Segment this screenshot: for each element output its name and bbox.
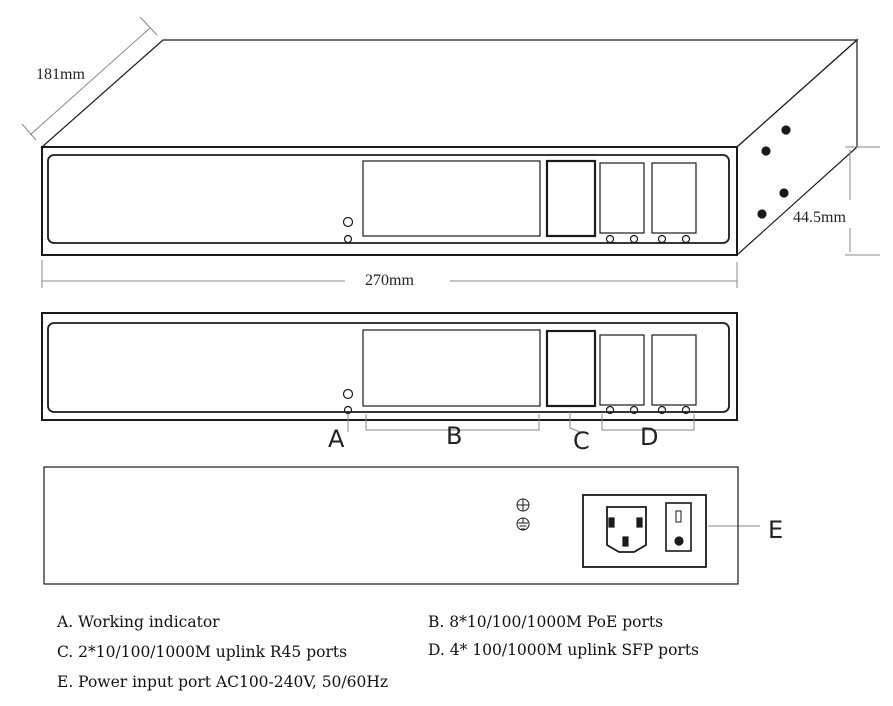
socket-pin bbox=[622, 536, 629, 547]
power-switch bbox=[665, 502, 692, 552]
dimension-lines bbox=[21, 16, 880, 288]
width-label: 270mm bbox=[365, 272, 414, 289]
sfp-block-2 bbox=[651, 334, 697, 406]
front-view-panel bbox=[41, 312, 738, 421]
height-label: 44.5mm bbox=[793, 209, 846, 226]
power-socket-icon bbox=[606, 506, 647, 553]
power-switch-indicator bbox=[675, 510, 682, 523]
screw-icon bbox=[779, 188, 789, 198]
uplink-rj45-block bbox=[545, 329, 597, 408]
screw-icon bbox=[781, 125, 791, 135]
front-view-bezel bbox=[47, 322, 730, 413]
sfp-led bbox=[629, 234, 639, 244]
power-module bbox=[582, 494, 707, 568]
legend-d: D. 4* 100/1000M uplink SFP ports bbox=[428, 641, 700, 659]
indicator-led-bottom bbox=[343, 234, 353, 244]
sfp-block-1 bbox=[599, 162, 645, 234]
sfp-led bbox=[681, 405, 691, 415]
top-face bbox=[40, 39, 859, 148]
poe-port-block bbox=[362, 160, 541, 237]
legend-e: E. Power input port AC100-240V, 50/60Hz bbox=[57, 673, 389, 691]
sfp-led bbox=[681, 234, 691, 244]
indicator-led-top bbox=[342, 216, 354, 228]
front-view bbox=[41, 312, 738, 421]
poe-port-block bbox=[362, 329, 541, 407]
screw-icon bbox=[761, 146, 771, 156]
uplink-rj45-block bbox=[545, 159, 597, 238]
sfp-block-1 bbox=[599, 334, 645, 406]
callout-c: C bbox=[573, 427, 590, 455]
sfp-led bbox=[605, 234, 615, 244]
sfp-led bbox=[605, 405, 615, 415]
legend-b: B. 8*10/100/1000M PoE ports bbox=[428, 613, 664, 631]
ground-icon bbox=[516, 498, 530, 531]
callout-b: B bbox=[446, 422, 462, 450]
indicator-led-top bbox=[342, 388, 354, 400]
isometric-view bbox=[40, 38, 859, 257]
legend-c: C. 2*10/100/1000M uplink R45 ports bbox=[57, 643, 348, 661]
power-switch-dot bbox=[674, 536, 684, 546]
indicator-led-bottom bbox=[343, 405, 353, 415]
callout-d: D bbox=[640, 423, 658, 451]
rear-panel bbox=[43, 466, 739, 585]
socket-pin bbox=[636, 517, 643, 528]
legend-a: A. Working indicator bbox=[57, 613, 220, 631]
screw-icon bbox=[757, 209, 767, 219]
callout-a: A bbox=[328, 425, 345, 453]
sfp-led bbox=[657, 234, 667, 244]
rear-view bbox=[43, 466, 739, 585]
front-bezel bbox=[47, 154, 730, 244]
callout-e: E bbox=[768, 516, 783, 544]
sfp-led bbox=[629, 405, 639, 415]
sfp-led bbox=[657, 405, 667, 415]
socket-pin bbox=[608, 517, 615, 528]
depth-label: 181mm bbox=[36, 66, 85, 83]
callout-lines bbox=[347, 412, 760, 527]
front-face bbox=[41, 146, 738, 256]
sfp-block-2 bbox=[651, 162, 697, 234]
